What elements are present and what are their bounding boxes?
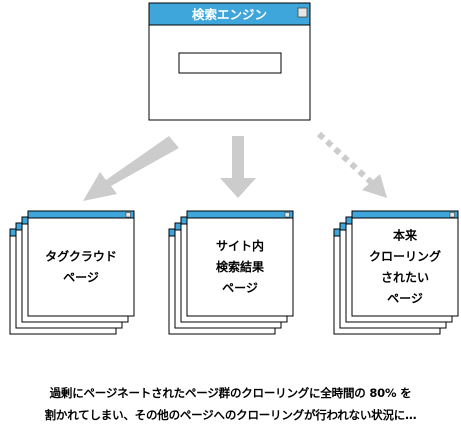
- page-window-title-bar: [351, 210, 459, 219]
- page-label-line: クローリング: [369, 249, 441, 264]
- search-engine-window: 検索エンジン: [148, 2, 311, 121]
- page-window-frame: [186, 210, 294, 317]
- search-crawl-diagram: 検索エンジン タグクラウドページサイト内検索結果ページ本来クローリングされたいペ…: [9, 2, 459, 335]
- page-label-line: されたい: [381, 271, 429, 285]
- page-label-line: ページ: [387, 292, 423, 306]
- page-window-title-bar: [27, 210, 135, 219]
- square-icon[interactable]: [284, 212, 290, 218]
- page-label-line: サイト内: [216, 238, 264, 253]
- page-window-frame: [351, 210, 459, 317]
- caption-line-2: 割かれてしまい、その他のページへのクローリングが行われない状況に…: [44, 408, 417, 422]
- caption-line-1: 過剰にページネートされたページ群のクローリングに全時間の 80% を: [49, 386, 412, 400]
- page-label-line: ページ: [63, 271, 99, 285]
- arrow-middle: [220, 136, 256, 198]
- square-icon[interactable]: [125, 212, 131, 218]
- page-label-line: 検索結果: [216, 259, 264, 274]
- arrow-left: [83, 136, 179, 201]
- page-window-title-bar: [186, 210, 294, 219]
- search-engine-title-bar: [148, 2, 311, 26]
- page-label-line: タグクラウド: [45, 249, 117, 264]
- page-window-frame: [27, 210, 135, 317]
- search-input[interactable]: [178, 52, 282, 74]
- square-icon[interactable]: [297, 7, 308, 18]
- square-icon[interactable]: [449, 212, 455, 218]
- arrow-right-dotted-head: [362, 174, 387, 198]
- page-label-line: 本来: [393, 228, 418, 243]
- arrows: [83, 131, 387, 201]
- arrow-right-dotted-line: [316, 131, 375, 186]
- search-engine-title: 検索エンジン: [192, 7, 267, 22]
- page-label-line: ページ: [222, 281, 258, 295]
